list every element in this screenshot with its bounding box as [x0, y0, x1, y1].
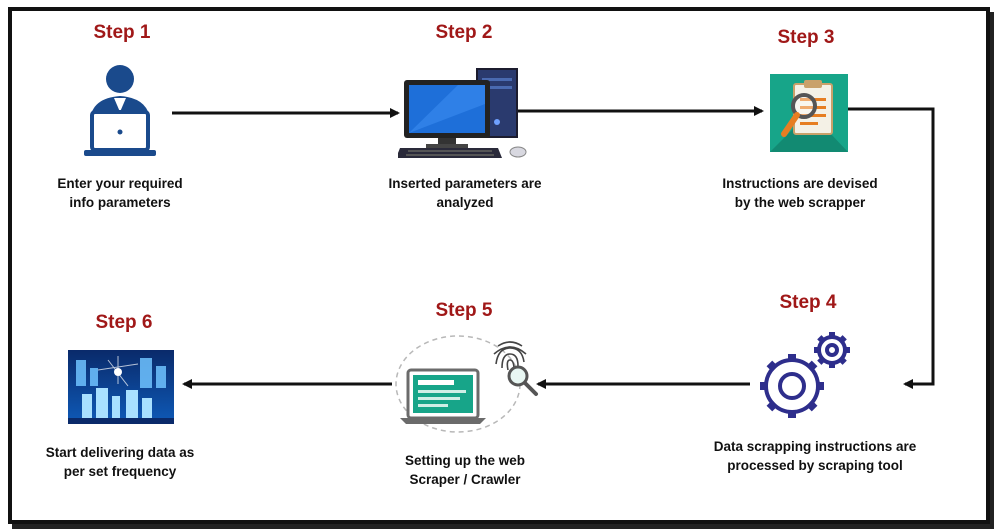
step-4-title: Step 4 [779, 292, 837, 313]
user-laptop-icon [84, 65, 156, 156]
step-5-title: Step 5 [435, 300, 493, 321]
laptop-fingerprint-icon [395, 335, 538, 433]
data-city-icon [68, 350, 174, 424]
step-2-title: Step 2 [435, 22, 493, 43]
desktop-computer-icon [398, 68, 527, 158]
step-6-title: Step 6 [95, 312, 153, 333]
arrow-step3-to-step4 [848, 107, 935, 389]
step-3-title: Step 3 [777, 27, 835, 48]
clipboard-magnifier-icon [770, 74, 848, 152]
gears-icon [760, 332, 850, 418]
step-1-title: Step 1 [93, 22, 151, 43]
